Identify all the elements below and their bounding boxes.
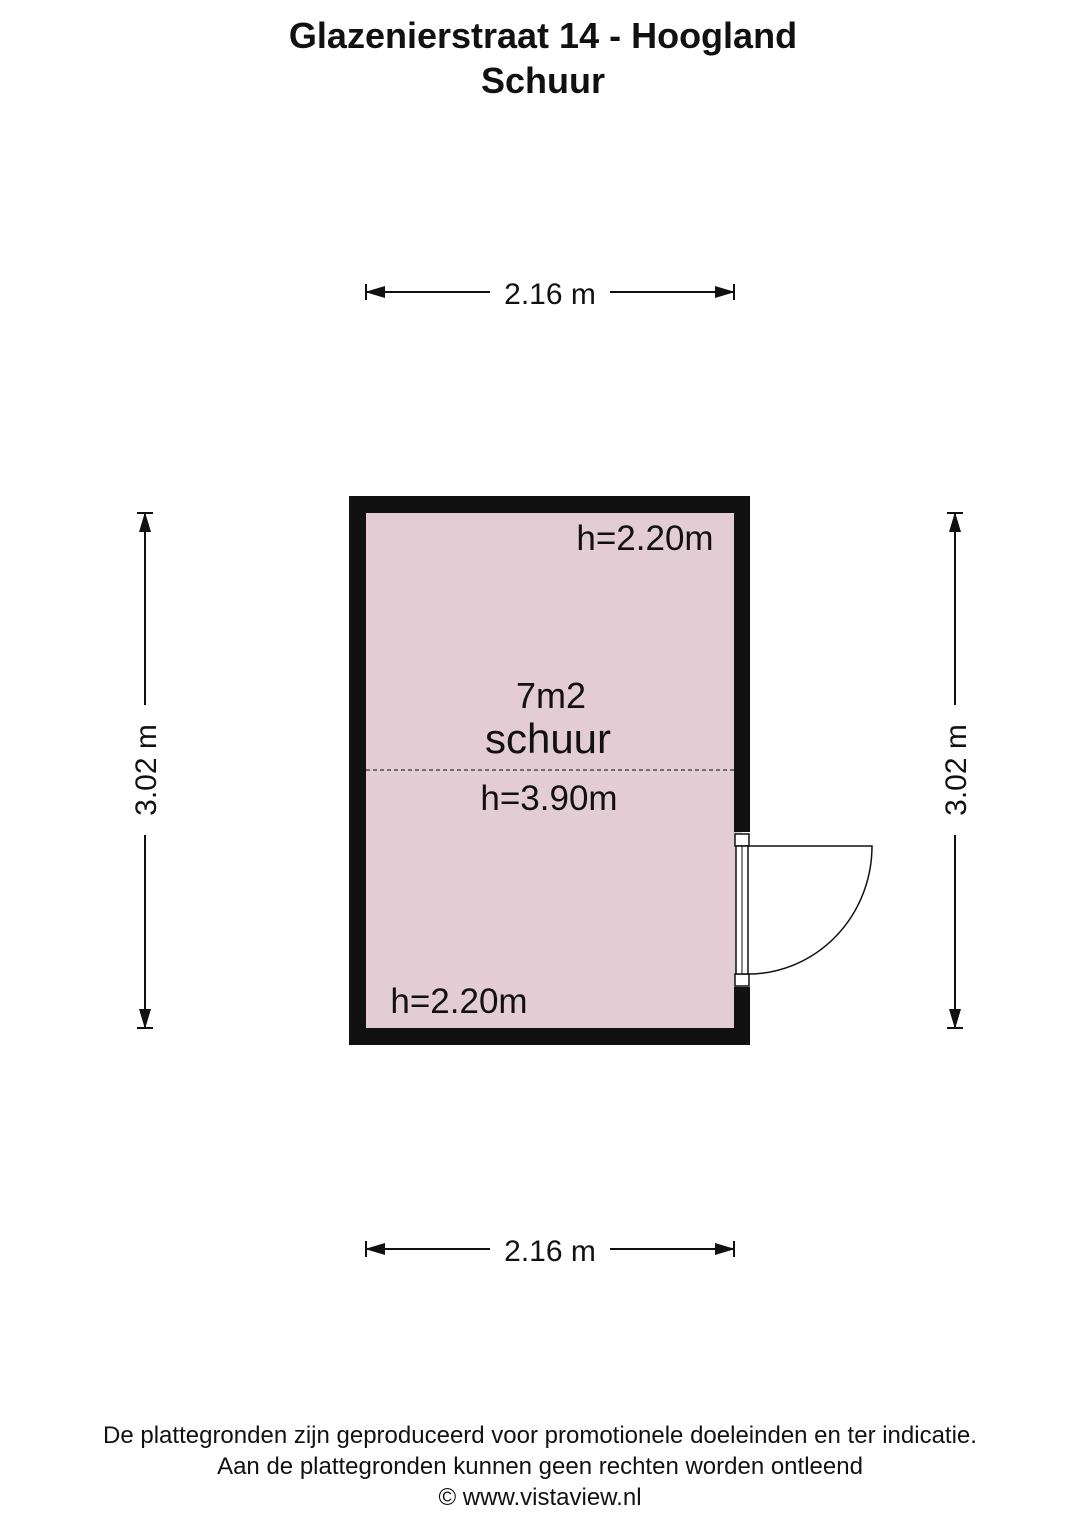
- disclaimer-line-1: De plattegronden zijn geproduceerd voor …: [103, 1422, 977, 1449]
- wall-left: [349, 496, 366, 1045]
- door-frame-bottom: [734, 973, 750, 987]
- dimension-top-width: 2.16 m: [365, 278, 735, 311]
- dimension-label-left: 3.02 m: [130, 724, 163, 816]
- dimension-left-depth: 3.02 m: [130, 512, 163, 1029]
- height-label-center: h=3.90m: [480, 779, 617, 818]
- disclaimer-line-2: Aan de plattegronden kunnen geen rechten…: [217, 1453, 863, 1480]
- dimension-bottom-width: 2.16 m: [365, 1235, 735, 1268]
- height-label-top-right: h=2.20m: [576, 519, 713, 558]
- dimension-right-depth: 3.02 m: [940, 512, 973, 1029]
- door-swing-arc: [747, 845, 873, 975]
- dimension-label-bottom: 2.16 m: [504, 1235, 596, 1268]
- floor-name-title: Schuur: [480, 60, 605, 101]
- height-label-bottom-left: h=2.20m: [390, 982, 527, 1021]
- copyright-line: © www.vistaview.nl: [438, 1484, 642, 1511]
- room-name-label: schuur: [485, 715, 611, 762]
- wall-right-lower: [734, 987, 750, 1045]
- address-title: Glazenierstraat 14 - Hoogland: [288, 15, 798, 56]
- dimension-label-right: 3.02 m: [940, 724, 973, 816]
- wall-bottom: [349, 1028, 750, 1045]
- room-area-label: 7m2: [516, 675, 586, 716]
- dimension-label-top: 2.16 m: [504, 278, 596, 311]
- door-frame-top: [734, 833, 750, 847]
- room-schuur: h=2.20m 7m2 schuur h=3.90m h=2.20m: [349, 496, 873, 1045]
- wall-top: [349, 496, 750, 513]
- wall-right-upper: [734, 496, 750, 832]
